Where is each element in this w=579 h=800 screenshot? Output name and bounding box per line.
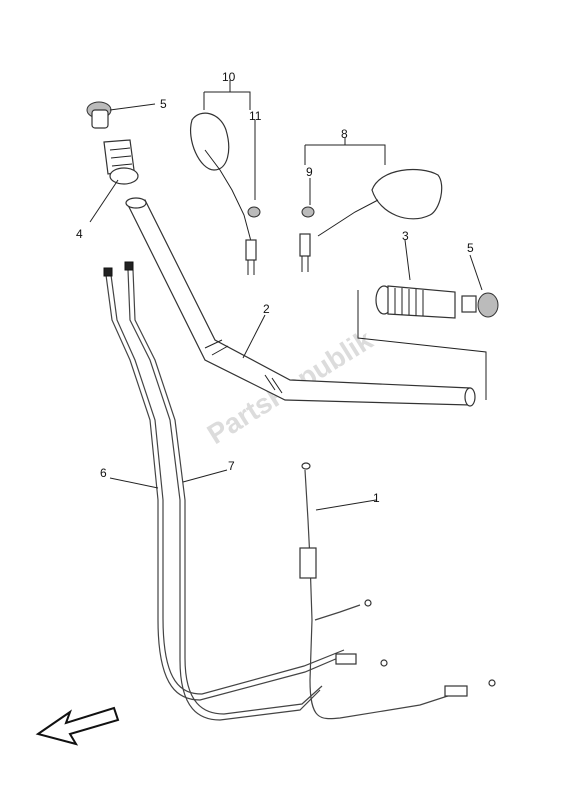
- left-mirror: [190, 112, 261, 275]
- callout-1: 1: [373, 491, 380, 505]
- left-grip: [103, 139, 139, 185]
- callout-9: 9: [306, 165, 313, 179]
- callout-5-right: 5: [467, 241, 474, 255]
- callout-8: 8: [341, 127, 348, 141]
- front-direction-arrow-icon: [35, 706, 120, 746]
- callout-11: 11: [249, 109, 262, 123]
- right-grip: [375, 285, 456, 319]
- left-bar-end-weight: [86, 101, 112, 129]
- cable-7: [124, 261, 323, 721]
- callout-3: 3: [402, 229, 409, 243]
- throttle-cable: [299, 462, 496, 720]
- right-bar-end-weight: [461, 292, 499, 318]
- callout-6: 6: [100, 466, 107, 480]
- right-mirror: [299, 169, 443, 272]
- callout-10: 10: [222, 70, 236, 84]
- reference-bracket: [357, 290, 487, 400]
- callout-7: 7: [228, 459, 235, 473]
- callout-2: 2: [263, 302, 270, 316]
- callout-5-left: 5: [160, 97, 167, 111]
- leader-lines: [89, 80, 483, 511]
- handlebar: [125, 197, 476, 407]
- cable-6: [103, 267, 346, 701]
- callout-4: 4: [76, 227, 83, 241]
